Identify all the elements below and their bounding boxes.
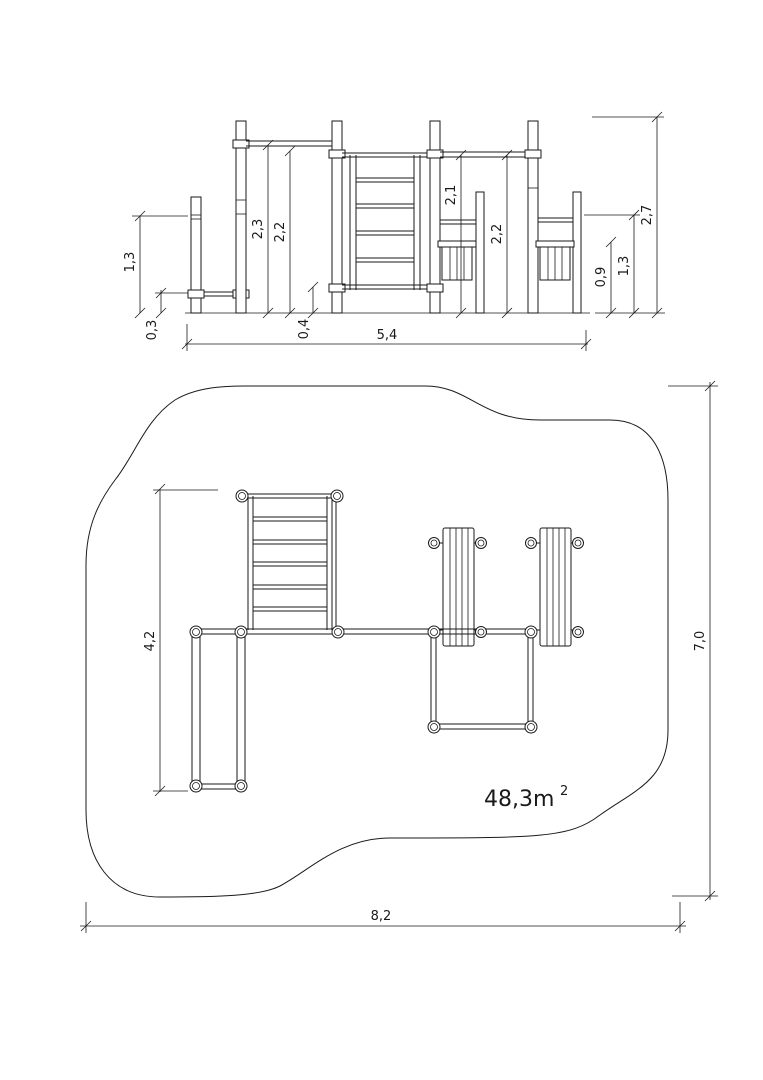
dim-bench-seat: 0,9: [594, 236, 665, 319]
dim-overall-width-label: 5,4: [377, 328, 398, 343]
dim-bench-height: 1,3: [584, 209, 640, 319]
safety-area-outline: [85, 385, 669, 898]
dim-post-height-c: 2,1: [444, 149, 467, 319]
dim-site-width-label: 8,2: [371, 909, 392, 924]
dim-site-depth-label: 7,0: [693, 631, 708, 652]
plan-post: [475, 537, 487, 549]
plan-ladder: [243, 493, 337, 630]
dim-bar-offset-low: 0,3: [145, 287, 188, 341]
dim-bar-height-low-label: 1,3: [123, 252, 138, 273]
dim-total-height: 2,7: [592, 111, 664, 319]
plan-bench-1: [438, 527, 480, 647]
plan-post: [525, 537, 537, 549]
plan-post: [572, 537, 584, 549]
area-unit-superscript: 2: [560, 784, 568, 799]
plan-post: [428, 537, 440, 549]
dim-site-width: 8,2: [80, 902, 686, 933]
plan-posts: [189, 489, 584, 793]
plan-post: [524, 625, 538, 639]
plan-post: [330, 489, 344, 503]
plan-view: 4,2 7,0 8,2 48,3m 2: [80, 380, 718, 933]
elevation-post-5: [524, 120, 542, 314]
elevation-ladder: [342, 152, 430, 290]
dim-post-height-b: 2,2: [273, 145, 296, 319]
plan-low-bar: [430, 636, 534, 730]
plan-post: [524, 720, 538, 734]
elevation-post-low-left: [190, 196, 202, 314]
elevation-top-bar-left: [246, 140, 332, 147]
plan-post: [235, 489, 249, 503]
dim-post-height-a: 2,3: [251, 139, 274, 319]
plan-post: [189, 779, 203, 793]
area-value: 48,3m: [484, 787, 554, 812]
plan-post: [427, 720, 441, 734]
dim-ladder-offset-label: 0,4: [297, 319, 312, 340]
dim-bench-height-label: 1,3: [617, 256, 632, 277]
dim-post-height-b-label: 2,2: [273, 222, 288, 243]
dim-post-height-a-label: 2,3: [251, 219, 266, 240]
plan-post: [475, 626, 487, 638]
area-label: 48,3m 2: [484, 784, 568, 812]
dim-site-depth: 7,0: [668, 380, 718, 902]
dim-ladder-offset: 0,4: [297, 281, 319, 340]
dim-post-height-d-label: 2,2: [490, 224, 505, 245]
plan-post: [572, 626, 584, 638]
plan-post: [331, 625, 345, 639]
elevation-post-2: [232, 120, 250, 314]
elevation-view: 1,3 0,3 2,3 2,2 0,4: [123, 111, 665, 351]
dim-overall-width: 5,4: [181, 324, 592, 351]
dim-bar-offset-low-label: 0,3: [145, 320, 160, 341]
plan-post: [189, 625, 203, 639]
elevation-post-3: [328, 120, 346, 314]
elevation-bench-1: [437, 191, 485, 314]
plan-post: [234, 779, 248, 793]
dim-plan-depth-label: 4,2: [143, 631, 158, 652]
elevation-bench-2: [535, 191, 582, 314]
plan-main-beam: [196, 628, 433, 635]
plan-post: [427, 625, 441, 639]
elevation-post-4: [426, 120, 444, 314]
dim-plan-depth: 4,2: [143, 483, 218, 797]
dim-bar-height-low: 1,3: [123, 210, 188, 319]
dim-bench-seat-label: 0,9: [594, 267, 609, 288]
dim-total-height-label: 2,7: [640, 205, 655, 226]
dim-post-height-d: 2,2: [490, 149, 513, 319]
plan-post: [234, 625, 248, 639]
dim-post-height-c-label: 2,1: [444, 185, 459, 206]
plan-parallel-bars: [191, 632, 246, 790]
elevation-top-bar-right: [440, 151, 528, 158]
